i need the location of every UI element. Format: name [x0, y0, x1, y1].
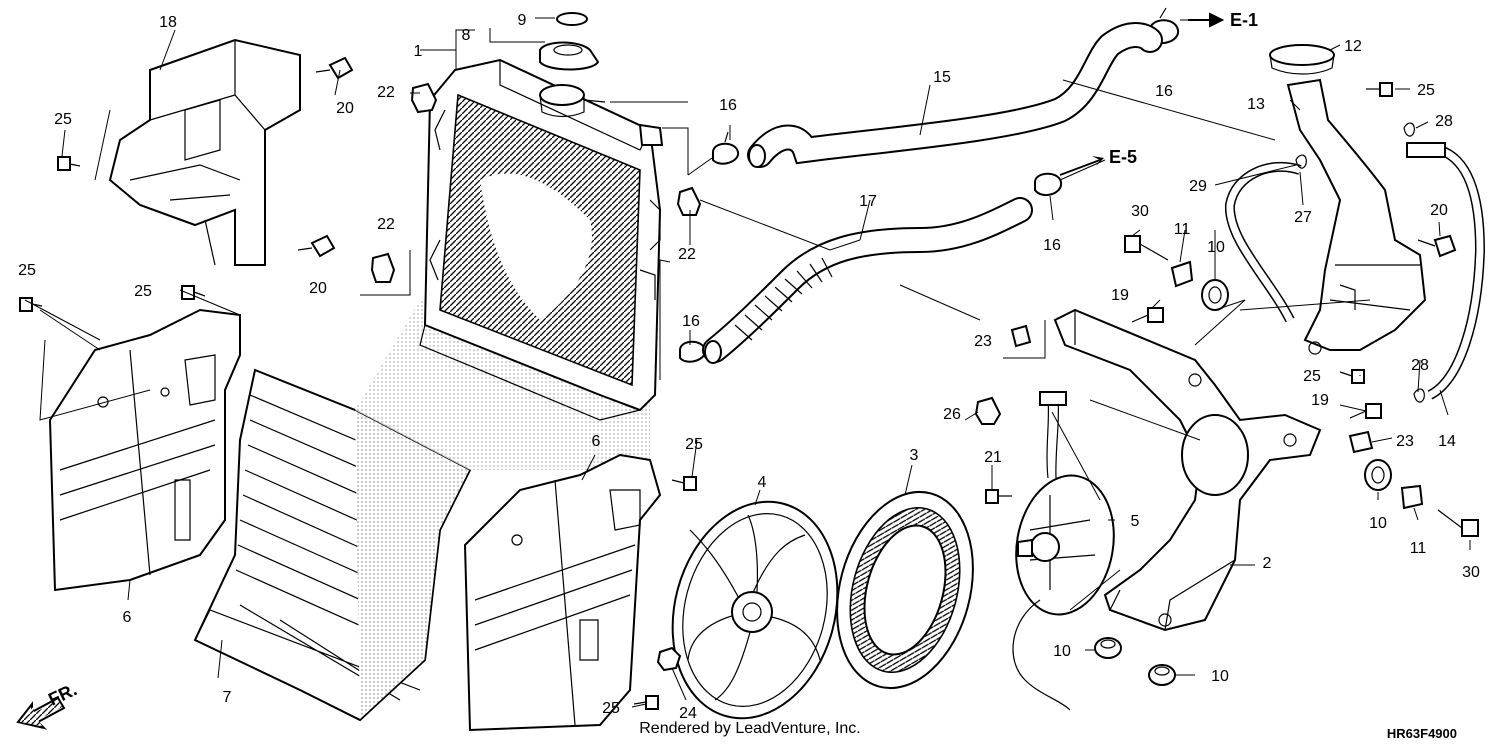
- callout-10: 10: [1053, 643, 1071, 660]
- callout-20: 20: [336, 100, 354, 117]
- hardware: [19, 56, 1479, 710]
- fan-blade: [671, 500, 839, 720]
- callout-6: 6: [123, 609, 132, 626]
- lower-hose: [702, 197, 1033, 364]
- grille-lower: [193, 368, 472, 722]
- callout-25: 25: [602, 700, 620, 717]
- callout-24: 24: [679, 705, 697, 722]
- callout-22: 22: [377, 84, 395, 101]
- callout-5: 5: [1131, 513, 1140, 530]
- callout-16: 16: [1043, 237, 1061, 254]
- overflow-tube-14: [1406, 142, 1486, 400]
- callout-13: 13: [1247, 96, 1265, 113]
- fan-bracket: [1053, 308, 1322, 632]
- side-shroud-right: [463, 453, 662, 732]
- leader-lines: [24, 17, 1471, 708]
- callout-18: 18: [159, 14, 177, 31]
- callout-27: 27: [1294, 209, 1312, 226]
- callout-14: 14: [1438, 433, 1456, 450]
- callout-25: 25: [54, 111, 72, 128]
- callout-25: 25: [134, 283, 152, 300]
- hose-clamp-16a: [712, 131, 740, 165]
- callout-22: 22: [678, 246, 696, 263]
- callout-7: 7: [223, 689, 232, 706]
- callout-11: 11: [1410, 540, 1427, 557]
- upper-hose: [747, 22, 1163, 168]
- callout-16: 16: [719, 97, 737, 114]
- hose-clamp-16d: [1034, 172, 1063, 197]
- callout-30: 30: [1131, 203, 1149, 220]
- clip-22a: [410, 82, 438, 114]
- bracket-upper: [108, 38, 301, 266]
- callout-4: 4: [758, 474, 767, 491]
- callout-19: 19: [1311, 392, 1329, 409]
- callout-20: 20: [309, 280, 327, 297]
- callout-8: 8: [462, 27, 471, 44]
- callout-21: 21: [984, 449, 1002, 466]
- front-arrow-icon: [16, 696, 66, 730]
- radiator: [419, 58, 664, 421]
- tank-cap: [1269, 44, 1335, 75]
- callout-26: 26: [943, 406, 961, 423]
- callout-16: 16: [1155, 83, 1173, 100]
- callout-23: 23: [1396, 433, 1414, 450]
- diagram-code: HR63F4900: [1387, 726, 1457, 741]
- hose-clamp-16b: [679, 340, 707, 363]
- callout-10: 10: [1369, 515, 1387, 532]
- footer-credit: Rendered by LeadVenture, Inc.: [639, 720, 861, 737]
- callout-16: 16: [682, 313, 700, 330]
- callout-10: 10: [1207, 239, 1225, 256]
- callout-2: 2: [1263, 555, 1272, 572]
- callout-22: 22: [377, 216, 395, 233]
- callout-23: 23: [974, 333, 992, 350]
- callout-9: 9: [518, 12, 527, 29]
- callout-25: 25: [1417, 82, 1435, 99]
- callout-11: 11: [1174, 221, 1191, 238]
- side-shroud-left: [48, 308, 241, 592]
- arrow-e1: [1188, 12, 1225, 28]
- clip-22c: [676, 186, 702, 216]
- callout-25: 25: [685, 436, 703, 453]
- callout-12: 12: [1344, 38, 1362, 55]
- radiator-cap: [539, 41, 600, 71]
- callout-17: 17: [859, 193, 877, 210]
- callout-28: 28: [1411, 357, 1429, 374]
- fan-shroud: [836, 490, 974, 690]
- cap-seal: [556, 12, 588, 26]
- breather-tube-29: [1224, 161, 1302, 323]
- callout-28: 28: [1435, 113, 1453, 130]
- callout-10: 10: [1211, 668, 1229, 685]
- callout-20: 20: [1430, 202, 1448, 219]
- fan-motor: [1012, 391, 1115, 711]
- callout-29: 29: [1189, 178, 1207, 195]
- callout-6: 6: [592, 433, 601, 450]
- callout-1: 1: [414, 43, 423, 60]
- callout-3: 3: [910, 447, 919, 464]
- callout-25: 25: [1303, 368, 1321, 385]
- callout-labels: 18 20 25 20 25 25 6 7 1 8 9 22 22 22 16 …: [18, 12, 1480, 722]
- reference-e5: E-5: [1109, 147, 1137, 167]
- arrow-e5: [1059, 156, 1104, 176]
- callout-30: 30: [1462, 564, 1480, 581]
- callout-19: 19: [1111, 287, 1129, 304]
- callout-25: 25: [18, 262, 36, 279]
- reference-e1: E-1: [1230, 10, 1258, 30]
- callout-15: 15: [933, 69, 951, 86]
- clip-22b: [360, 250, 411, 296]
